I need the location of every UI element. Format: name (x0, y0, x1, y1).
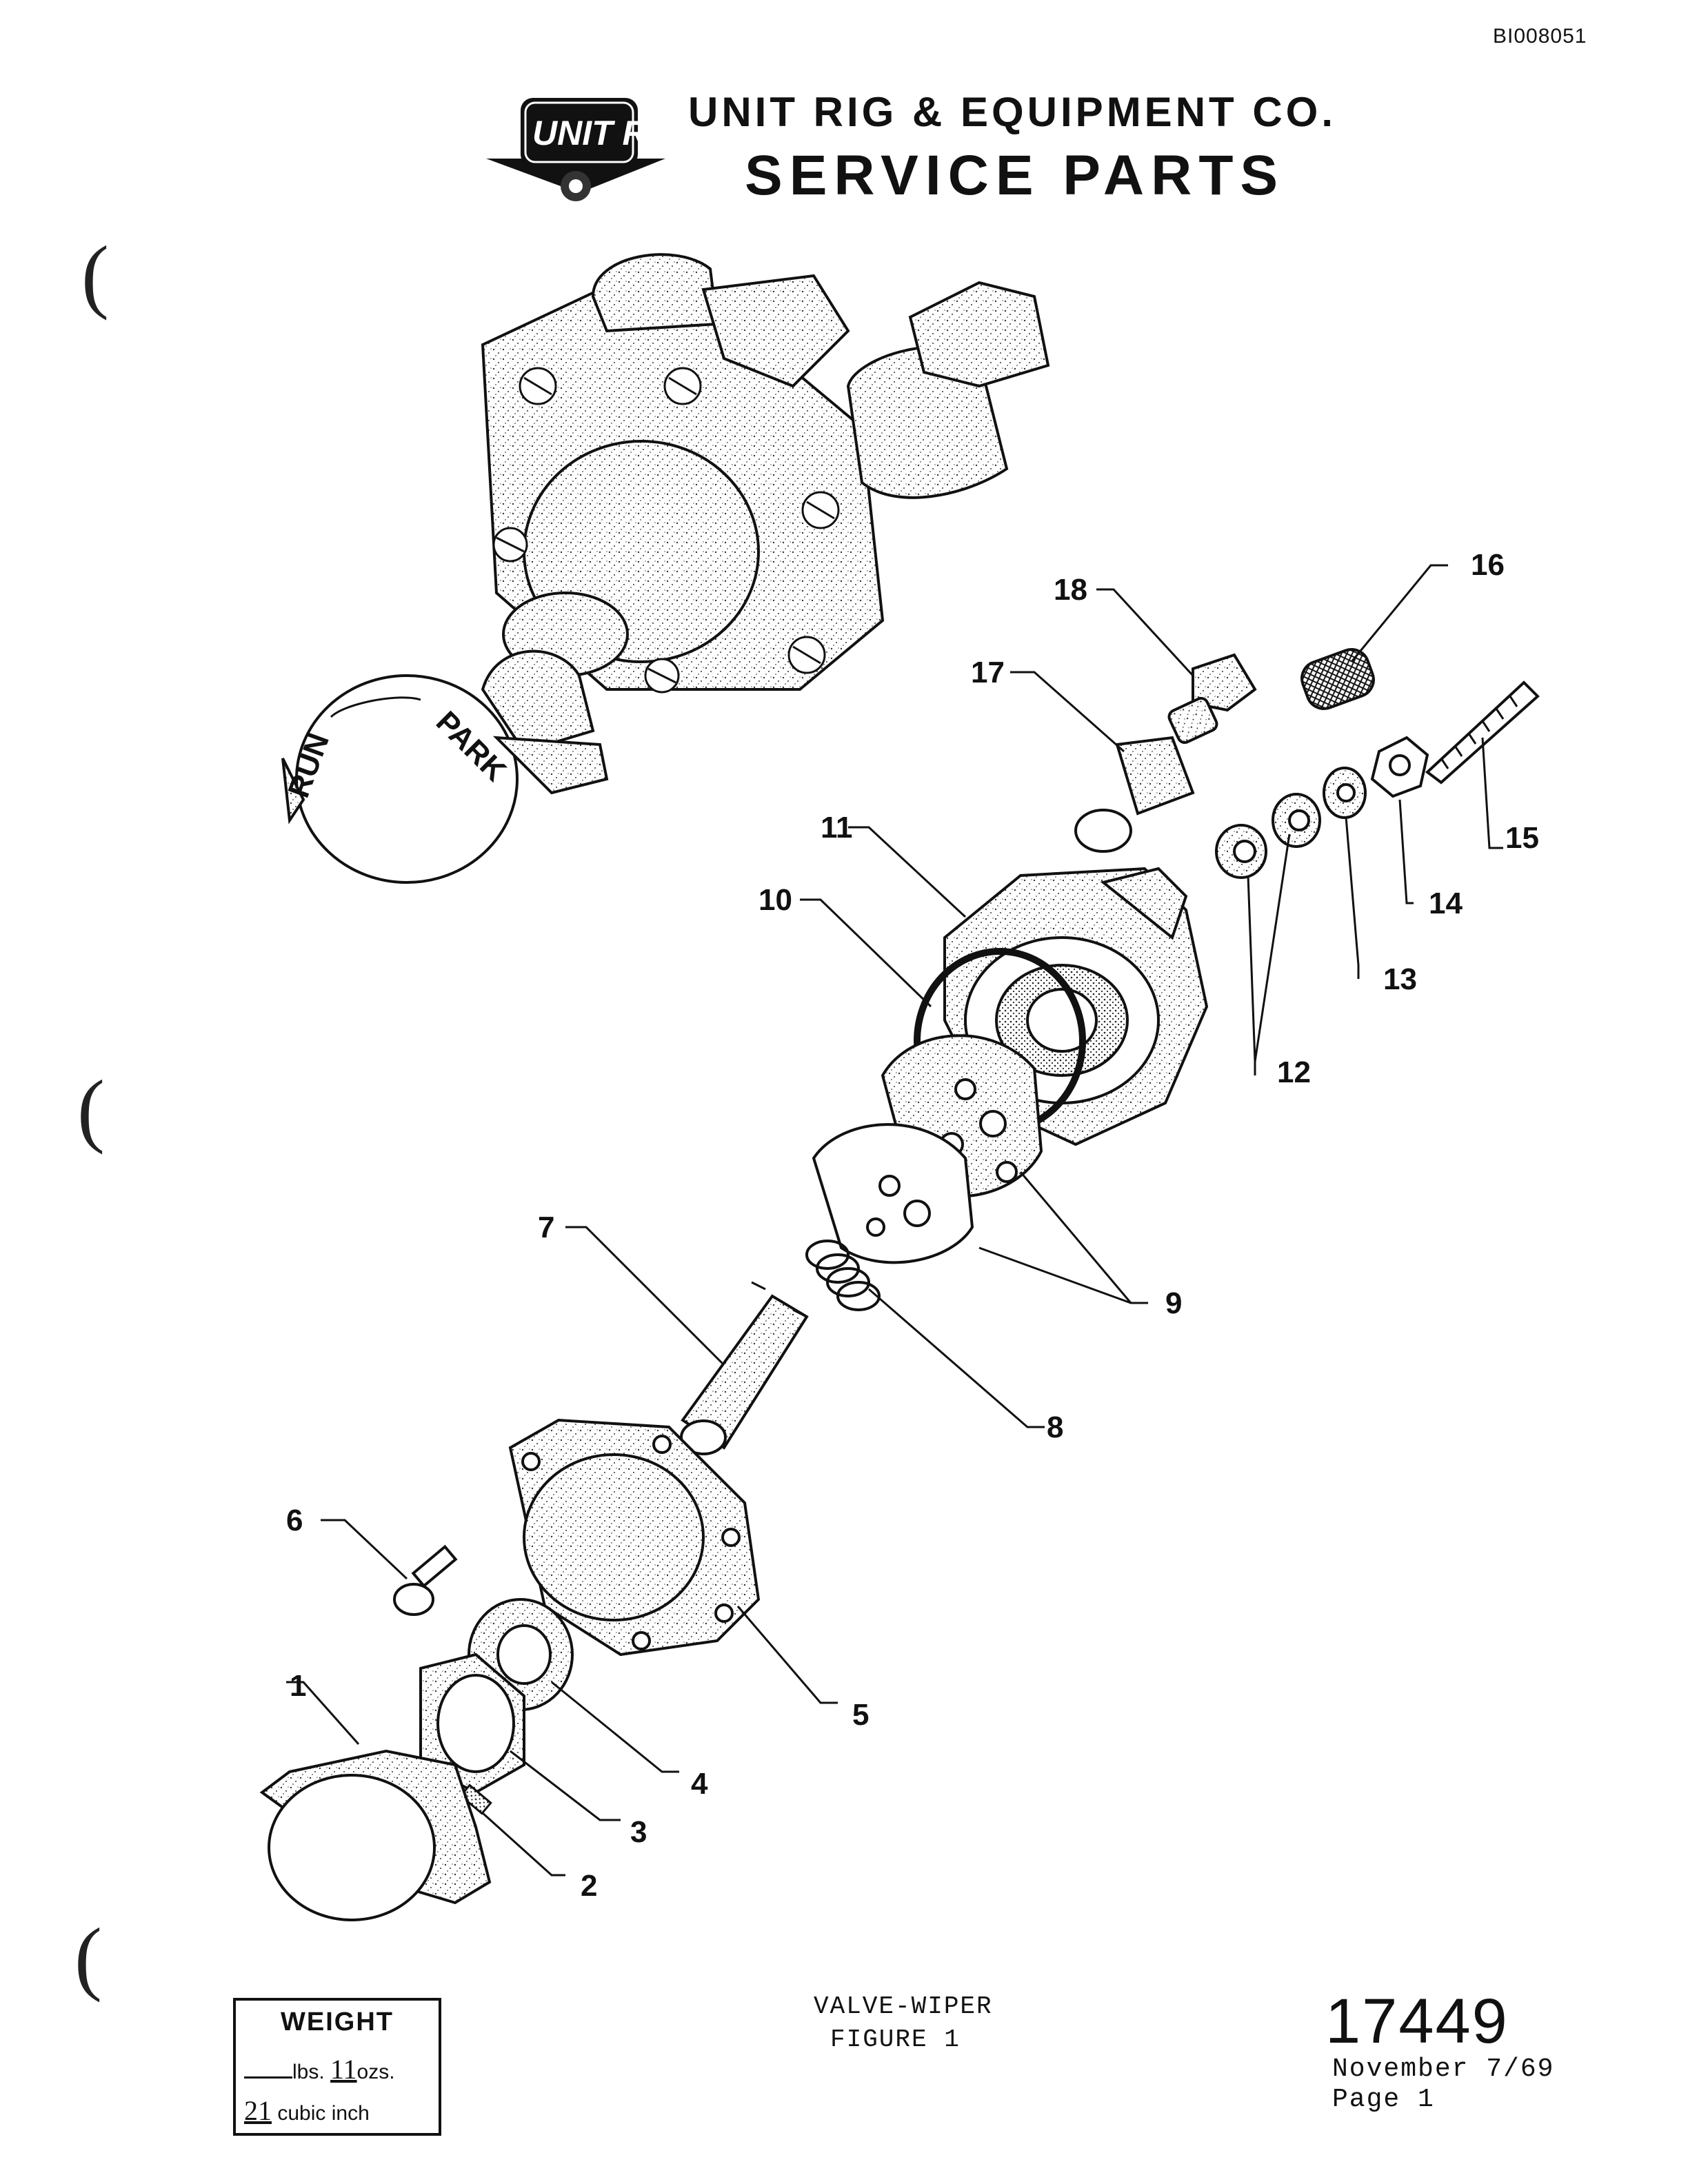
weight-box: WEIGHT lbs. 11ozs. 21 cubic inch (233, 1998, 441, 2136)
issue-date: November 7/69 (1332, 2054, 1555, 2084)
lbs-value (244, 2076, 292, 2079)
callout-1: 1 (290, 1669, 306, 1703)
weight-row: lbs. 11ozs. (244, 2053, 395, 2085)
part-1-knob (259, 1749, 492, 1921)
document-id: BI008051 (1493, 25, 1587, 48)
part-14-nut (1370, 736, 1429, 798)
callout-14: 14 (1429, 887, 1463, 920)
binder-hole-mark: ( (77, 1063, 105, 1155)
part-5-cover (508, 1418, 761, 1657)
callout-3: 3 (630, 1815, 647, 1849)
callout-18: 18 (1054, 573, 1087, 607)
callout-12: 12 (1277, 1055, 1311, 1089)
leader-lines (286, 564, 1503, 1877)
volume-row: 21 cubic inch (244, 2094, 370, 2127)
callout-10: 10 (758, 883, 792, 917)
callout-16: 16 (1471, 548, 1505, 582)
part-17-fitting (1074, 736, 1195, 853)
callout-17: 17 (971, 656, 1005, 689)
part-2-set-screw (459, 1783, 492, 1815)
callout-15: 15 (1505, 821, 1539, 855)
page-number: Page 1 (1332, 2085, 1435, 2114)
drawing-number: 17449 (1325, 1986, 1509, 2056)
assembled-valve (281, 253, 1050, 884)
binder-hole-mark: ( (74, 1911, 102, 2003)
part-7-stem (680, 1281, 809, 1455)
binder-hole-mark: ( (81, 229, 109, 321)
page-title: SERVICE PARTS (745, 144, 1285, 207)
ozs-unit: ozs. (356, 2061, 395, 2083)
callout-13: 13 (1383, 962, 1417, 996)
part-18-fitting (1167, 653, 1257, 745)
callout-numbers: 1 2 3 4 5 6 7 8 9 10 11 12 13 14 15 16 1… (286, 548, 1539, 1903)
callout-7: 7 (538, 1211, 554, 1244)
svg-text:UNIT RIG: UNIT RIG (532, 114, 669, 152)
figure-caption-number: FIGURE 1 (830, 2025, 961, 2054)
volume-unit: cubic inch (277, 2102, 370, 2125)
callout-6: 6 (286, 1504, 303, 1537)
callout-5: 5 (852, 1698, 869, 1732)
callout-2: 2 (581, 1869, 597, 1903)
callout-11: 11 (821, 811, 853, 845)
figure-caption-title: VALVE-WIPER (814, 1992, 993, 2021)
part-12-washers (1215, 793, 1321, 879)
part-13-washer (1323, 767, 1367, 819)
company-name: UNIT RIG & EQUIPMENT CO. (688, 89, 1337, 135)
part-6-screw (393, 1544, 458, 1616)
part-8-spring (805, 1240, 881, 1311)
part-15-screw (1425, 680, 1540, 785)
weight-title: WEIGHT (281, 2008, 394, 2036)
callout-9: 9 (1165, 1286, 1182, 1320)
part-9-plates (812, 1034, 1043, 1264)
volume-value: 21 (244, 2095, 272, 2126)
unit-rig-logo: UNIT RIG (486, 98, 669, 201)
callout-4: 4 (691, 1767, 708, 1801)
lbs-unit: lbs. (292, 2061, 325, 2083)
part-16-screen (1300, 648, 1375, 710)
ozs-value: 11 (330, 2054, 357, 2085)
callout-8: 8 (1047, 1410, 1063, 1444)
